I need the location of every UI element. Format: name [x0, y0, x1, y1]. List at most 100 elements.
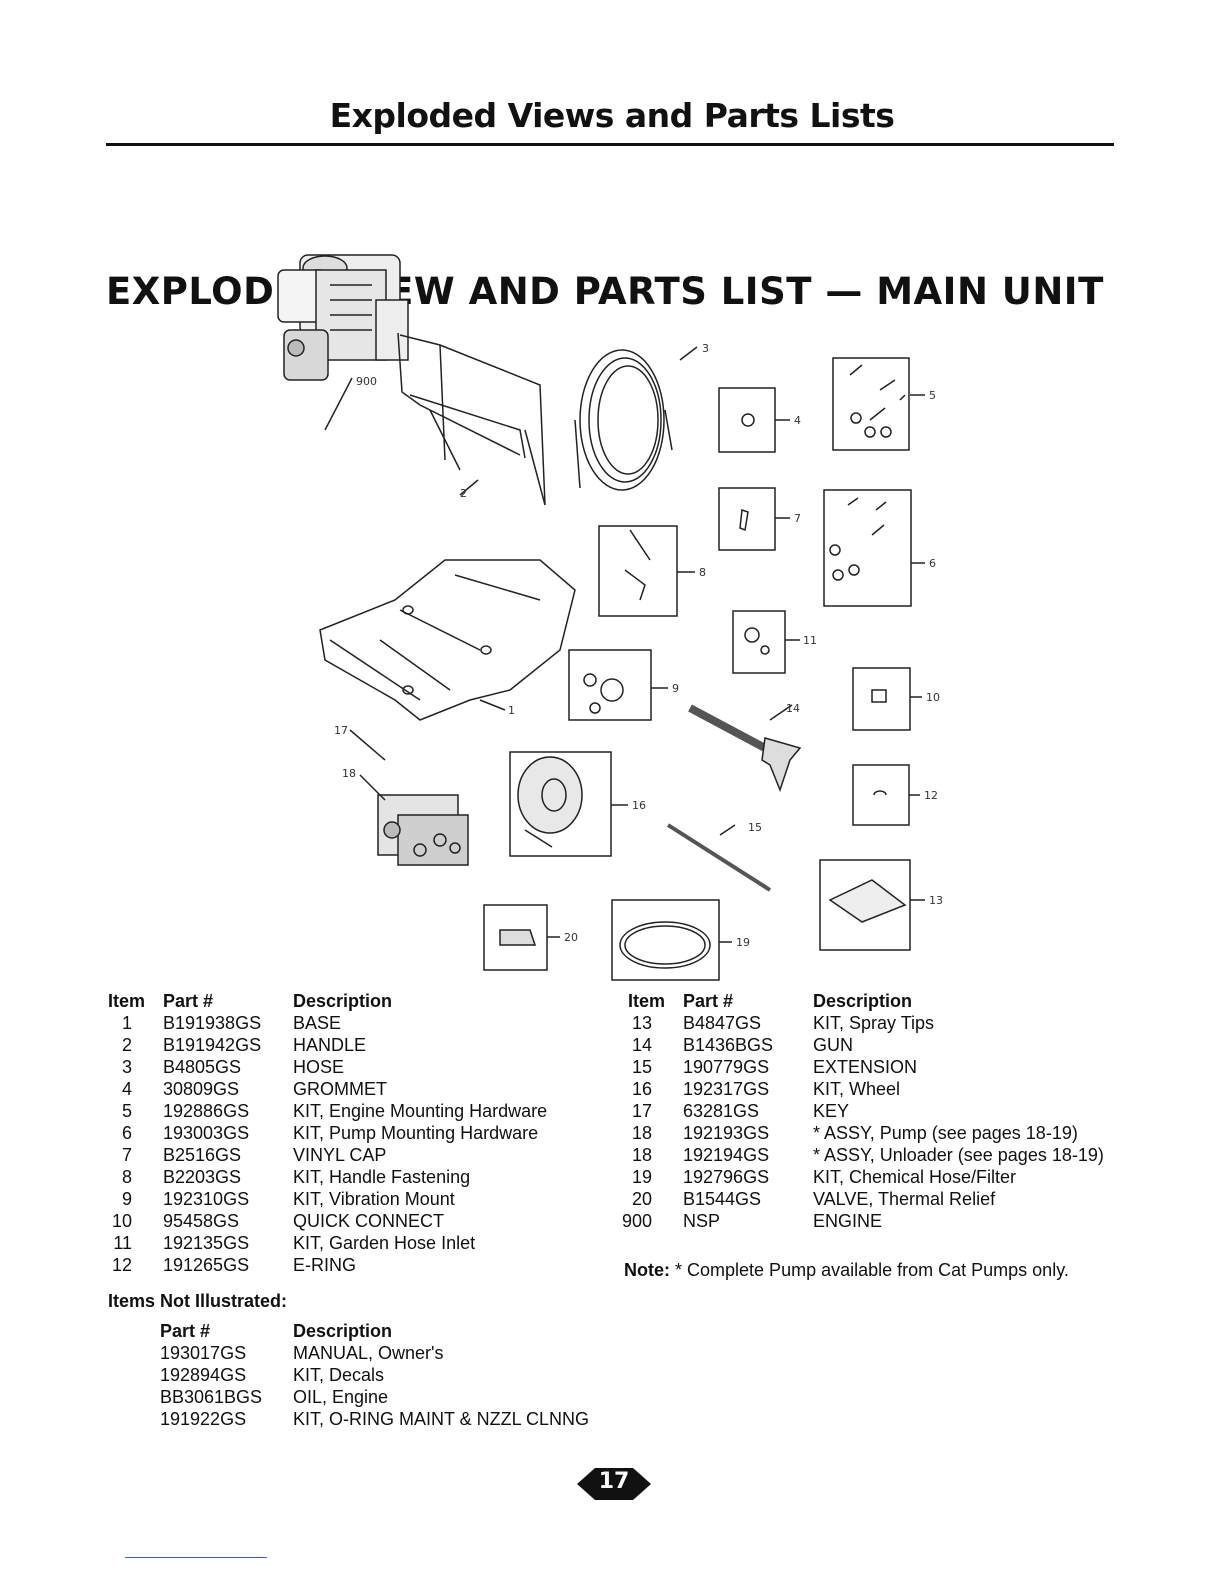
pump-hardware-box [823, 489, 912, 607]
item-number: 12 [111, 1255, 132, 1275]
part-description: KIT, Decals [293, 1365, 385, 1385]
callout-7: 7 [794, 512, 801, 525]
part-description: VALVE, Thermal Relief [813, 1189, 996, 1209]
part-number: 192135GS [163, 1233, 250, 1253]
part-description: KIT, Chemical Hose/Filter [813, 1167, 1017, 1187]
part-number: 193017GS [160, 1343, 247, 1363]
page-number: 17 [598, 1469, 630, 1494]
part-description: * ASSY, Pump (see pages 18-19) [813, 1123, 1078, 1143]
item-number: 18 [631, 1123, 652, 1143]
item-number: 9 [121, 1189, 132, 1209]
table-row: 18 192194GS * ASSY, Unloader (see pages 18… [628, 1144, 1108, 1166]
part-number: B191942GS [163, 1035, 262, 1055]
part-header: Part # [163, 991, 214, 1011]
callout-14: 14 [786, 702, 800, 715]
callout-20: 20 [564, 931, 578, 944]
page-header-title: Exploded Views and Parts Lists [329, 96, 895, 135]
header-divider [106, 143, 1114, 146]
spray-tips-box [819, 859, 911, 951]
item-number: 15 [631, 1057, 652, 1077]
part-number: 190779GS [683, 1057, 770, 1077]
engine-illustration [277, 254, 409, 381]
handle-fastening-box [598, 525, 678, 617]
items-not-illustrated-heading: Items Not Illustrated: [108, 1291, 288, 1311]
part-number: B1544GS [683, 1189, 762, 1209]
callout-6: 6 [929, 557, 936, 570]
part-description: GROMMET [293, 1079, 387, 1099]
table-header: Item Part # Description [628, 990, 1108, 1012]
table-header: Item Part # Description [108, 990, 588, 1012]
callout-15: 15 [748, 821, 762, 834]
description-header: Description [293, 1321, 393, 1341]
callout-17: 17 [334, 724, 348, 737]
part-number: B4805GS [163, 1057, 242, 1077]
item-number: 11 [113, 1233, 132, 1253]
part-number: 192194GS [683, 1145, 770, 1165]
callout-4: 4 [794, 414, 801, 427]
item-number: 14 [631, 1035, 652, 1055]
callout-900: 900 [356, 375, 377, 388]
item-number: 2 [121, 1035, 132, 1055]
callout-13: 13 [929, 894, 943, 907]
item-number: 18 [631, 1145, 652, 1165]
item-header: Item [108, 991, 146, 1011]
item-number: 16 [631, 1079, 652, 1099]
callout-18: 18 [342, 767, 356, 780]
table-row: 192894GS KIT, Decals [160, 1364, 640, 1386]
note-label: Note: [624, 1260, 670, 1280]
part-description: KIT, O-RING MAINT & NZZL CLNNG [293, 1409, 590, 1429]
part-description: KEY [813, 1101, 850, 1121]
part-description: KIT, Handle Fastening [293, 1167, 471, 1187]
description-header: Description [293, 991, 393, 1011]
hose-illustration [574, 349, 673, 491]
table-row: 2 B191942GS HANDLE [108, 1034, 588, 1056]
part-description: KIT, Spray Tips [813, 1013, 935, 1033]
pump-illustration [377, 794, 469, 866]
item-number: 13 [631, 1013, 652, 1033]
part-number: 191265GS [163, 1255, 250, 1275]
section-title: EXPLODED VIEW AND PARTS LIST — MAIN UNIT [106, 270, 1104, 313]
part-number: NSP [683, 1211, 721, 1231]
part-description: KIT, Vibration Mount [293, 1189, 455, 1209]
page-number-badge [577, 1468, 651, 1500]
callout-1: 1 [508, 704, 515, 717]
gun-illustration [688, 704, 802, 793]
part-number: 63281GS [683, 1101, 760, 1121]
part-number: 193003GS [163, 1123, 250, 1143]
part-description: KIT, Garden Hose Inlet [293, 1233, 476, 1253]
footer-line [125, 1557, 267, 1558]
garden-hose-inlet-box [732, 610, 786, 674]
note-text: * Complete Pump available from Cat Pumps… [675, 1260, 1069, 1280]
callout-3: 3 [702, 342, 709, 355]
base-frame-illustration [319, 559, 576, 721]
item-number: 4 [121, 1079, 132, 1099]
part-description: * ASSY, Unloader (see pages 18-19) [813, 1145, 1104, 1165]
extension-illustration [666, 823, 772, 892]
quick-connect-box [852, 667, 911, 731]
part-description: KIT, Wheel [813, 1079, 901, 1099]
part-number: 192894GS [160, 1365, 247, 1385]
item-number: 5 [121, 1101, 132, 1121]
part-number: B2516GS [163, 1145, 242, 1165]
part-description: QUICK CONNECT [293, 1211, 445, 1231]
item-number: 1 [121, 1013, 132, 1033]
part-description: KIT, Engine Mounting Hardware [293, 1101, 548, 1121]
part-description: HANDLE [293, 1035, 367, 1055]
item-header: Item [628, 991, 666, 1011]
